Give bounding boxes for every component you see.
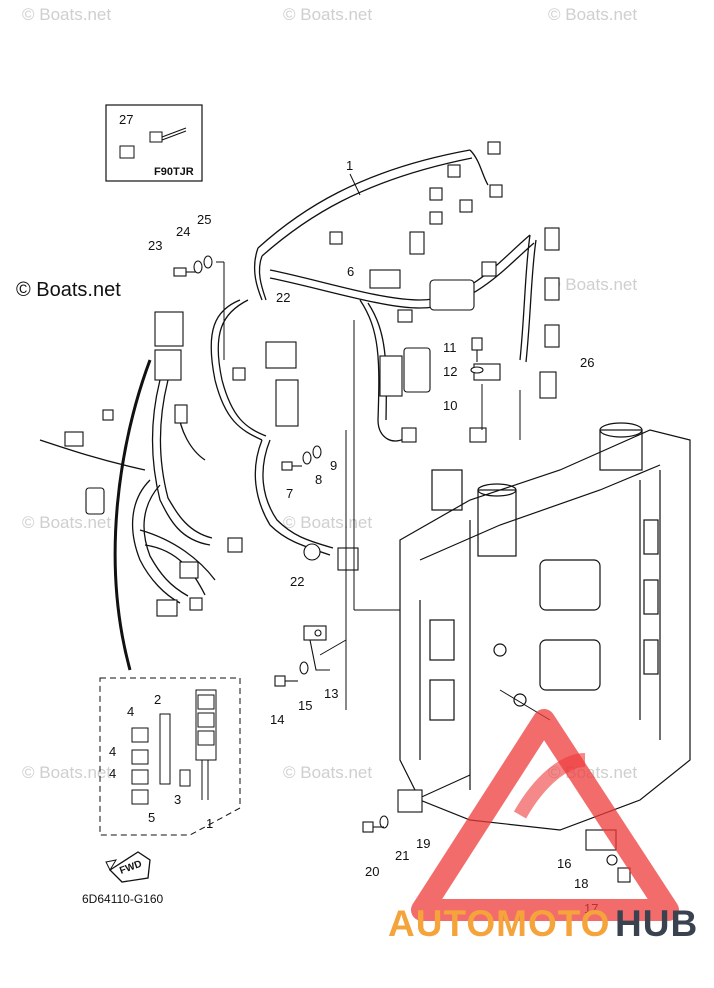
callout-4a: 4: [127, 704, 134, 719]
callout-12: 12: [443, 364, 457, 379]
engine-block: [399, 422, 691, 831]
inset-model-label: F90TJR: [154, 166, 194, 178]
inset-f90tjr: 27 F90TJR: [105, 104, 203, 182]
watermark-text: © Boats.net: [548, 275, 637, 294]
callout-4c: 4: [109, 766, 116, 781]
connectors: [64, 141, 560, 617]
callout-labels: 1 6 22 25 24 23 11 12 10 26 9 8 7 22 13 …: [109, 158, 598, 916]
callout-24: 24: [176, 224, 190, 239]
callout-27: 27: [119, 112, 133, 127]
callout-22-bottom: 22: [290, 574, 304, 589]
hardware-parts: [173, 255, 631, 883]
watermark-text: © Boats.net: [283, 5, 372, 24]
watermark-text: © Boats.net: [548, 5, 637, 24]
boats-net-watermark: © Boats.net: [16, 279, 121, 301]
callout-18: 18: [574, 876, 588, 891]
callout-6: 6: [347, 264, 354, 279]
callout-8: 8: [315, 472, 322, 487]
callout-1: 1: [346, 158, 353, 173]
callout-10: 10: [443, 398, 457, 413]
callout-11: 11: [443, 340, 457, 355]
watermark-text: © Boats.net: [22, 763, 111, 782]
callout-1-inset: 1: [206, 816, 213, 831]
logo-triangle-icon: [411, 709, 679, 921]
watermark-text: © Boats.net: [22, 513, 111, 532]
callout-14: 14: [270, 712, 284, 727]
watermark-text: © Boats.net: [283, 513, 372, 532]
callout-22-top: 22: [276, 290, 290, 305]
callout-4b: 4: [109, 744, 116, 759]
part-code-label: 6D64110-G160: [82, 892, 163, 906]
logo-text-automoto: AUTOMOTO: [388, 903, 610, 944]
logo-text-hub: HUB: [615, 903, 698, 944]
fwd-arrow: FWD: [105, 851, 151, 883]
callout-2: 2: [154, 692, 161, 707]
callout-20: 20: [365, 864, 379, 879]
callout-7: 7: [286, 486, 293, 501]
watermark-text: © Boats.net: [283, 763, 372, 782]
callout-26: 26: [580, 355, 594, 370]
callout-25: 25: [197, 212, 211, 227]
callout-9: 9: [330, 458, 337, 473]
callout-3: 3: [174, 792, 181, 807]
callout-21: 21: [395, 848, 409, 863]
callout-19: 19: [416, 836, 430, 851]
callout-15: 15: [298, 698, 312, 713]
callout-23: 23: [148, 238, 162, 253]
callout-13: 13: [324, 686, 338, 701]
watermark-text: © Boats.net: [22, 5, 111, 24]
automotohub-logo: AUTOMOTO HUB: [388, 709, 698, 944]
callout-16: 16: [557, 856, 571, 871]
callout-5: 5: [148, 810, 155, 825]
relay-inset: [99, 359, 241, 836]
